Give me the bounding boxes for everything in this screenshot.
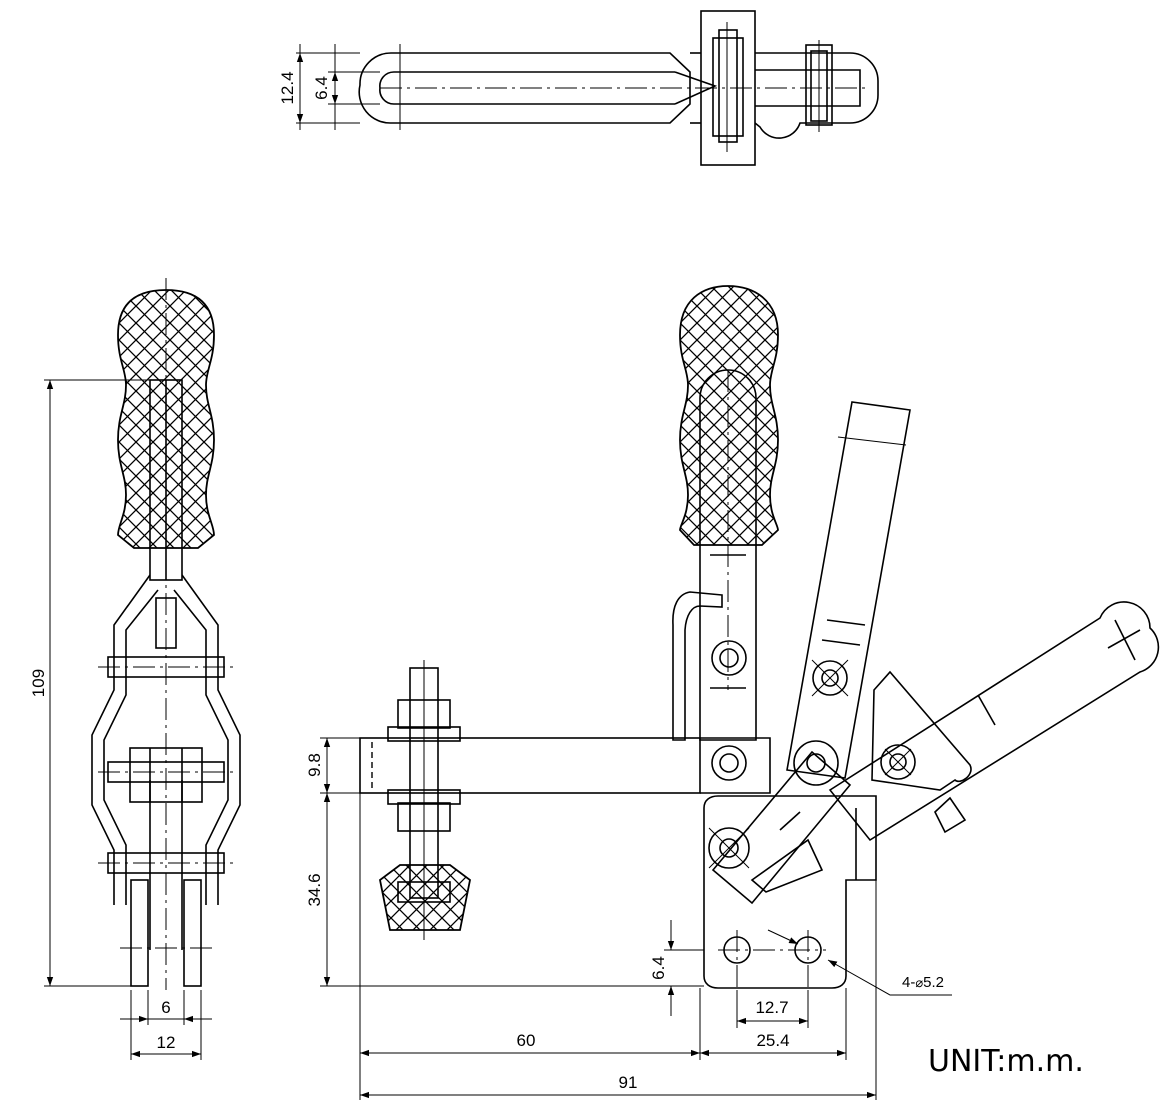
dim-spindle-height: 34.6 — [305, 873, 324, 906]
dim-top-outer-width: 12.4 — [278, 71, 297, 104]
dim-hole-pitch: 12.7 — [755, 998, 788, 1017]
top-view: 12.4 6.4 — [278, 10, 879, 166]
front-grip — [679, 285, 779, 546]
dim-side-inner-width: 6 — [161, 998, 170, 1017]
dim-top-slot-width: 6.4 — [312, 76, 331, 100]
dim-hole-edge-offset: 6.4 — [649, 956, 668, 980]
dim-overall-height: 109 — [29, 669, 48, 697]
front-view: 4-⌀5.2 9.8 34.6 6.4 12.7 60 25.4 91 — [305, 285, 1160, 1100]
hole-note: 4-⌀5.2 — [902, 974, 944, 991]
dim-arm-thickness: 9.8 — [305, 753, 324, 777]
dim-base-length: 25.4 — [756, 1031, 789, 1050]
unit-label: UNIT:m.m. — [928, 1044, 1084, 1079]
dim-side-outer-width: 12 — [157, 1033, 176, 1052]
spindle-tip — [379, 864, 471, 931]
dim-overall-length: 91 — [619, 1073, 638, 1092]
dim-reach: 60 — [517, 1031, 536, 1050]
side-view: 109 6 12 — [29, 278, 241, 1060]
